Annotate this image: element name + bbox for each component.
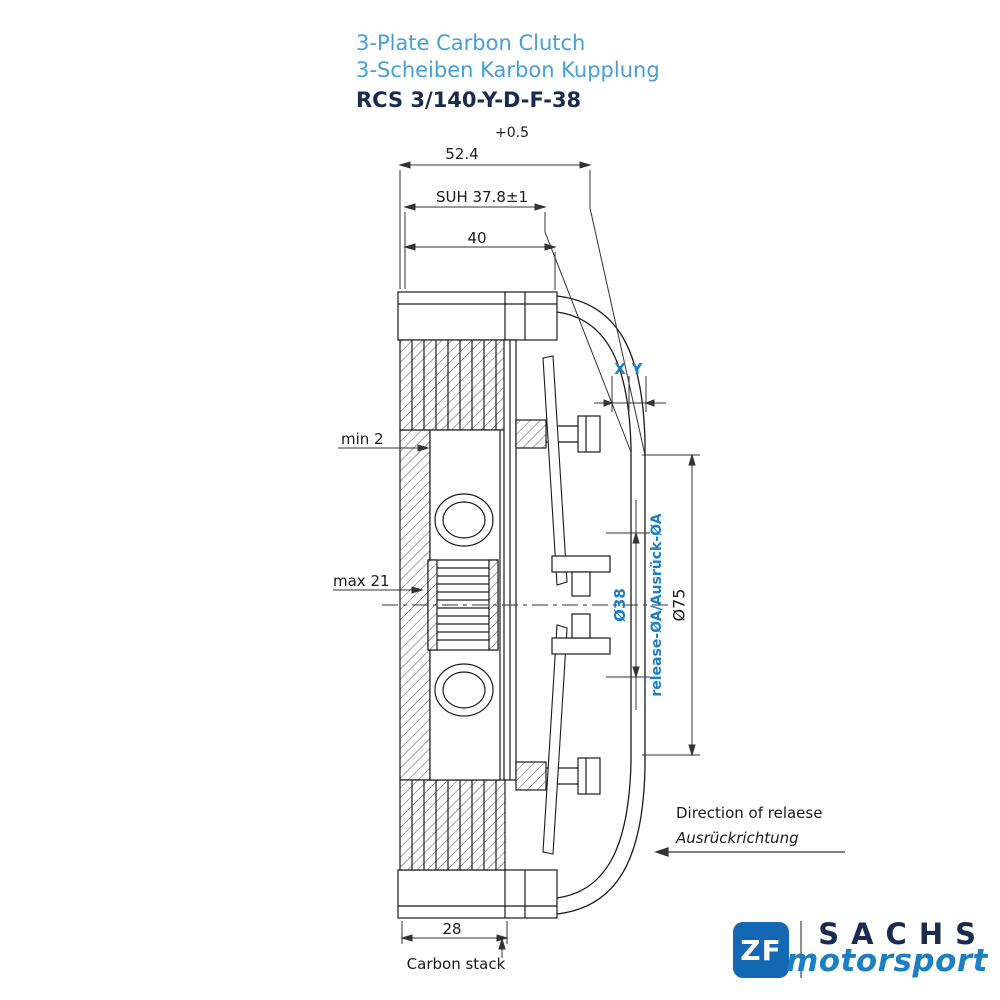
dim-label-min-wear: min 2 [341, 430, 384, 448]
carbon-stack-bottom [399, 779, 506, 871]
dim-label-suh: SUH 37.8±1 [435, 188, 529, 206]
sachs-wordmark: SACHS [818, 917, 988, 951]
dim-label-cover-depth: 40 [467, 229, 487, 247]
dim-cover-depth [403, 243, 557, 290]
release-direction-de: Ausrückrichtung [676, 829, 799, 847]
title-block: 3-Plate Carbon Clutch 3-Scheiben Karbon … [356, 30, 660, 114]
dim-label-tolerance: +0.5 [495, 125, 529, 141]
dim-label-x: X [614, 360, 626, 378]
dim-label-stack-width: 28 [442, 920, 462, 938]
cover-bolts [515, 415, 601, 795]
release-bearing [551, 555, 611, 655]
zf-logo-text: ZF [740, 933, 782, 967]
zf-logo: ZF [733, 922, 789, 978]
release-direction-arrow [654, 847, 845, 857]
carbon-stack-label: Carbon stack [406, 955, 506, 973]
dim-label-release-diameter: Ø38 [611, 588, 629, 622]
carbon-stack-top [399, 339, 506, 431]
dim-label-y: Y [631, 360, 643, 378]
leader-carbon-stack [498, 937, 506, 958]
dim-suh [403, 203, 632, 453]
dim-release-diameter [606, 500, 650, 710]
leader-min-wear [338, 444, 430, 452]
dim-label-release-note: release-ØA/Ausrück-ØA [649, 513, 665, 697]
brand-divider [800, 921, 802, 978]
pressure-plates [503, 339, 517, 781]
dim-overall-width [398, 161, 646, 456]
title-de: 3-Scheiben Karbon Kupplung [356, 58, 660, 82]
leader-max-wear [333, 586, 424, 594]
model-number: RCS 3/140-Y-D-F-38 [356, 88, 582, 112]
motorsport-wordmark: motorsport [785, 943, 988, 979]
release-direction-en: Direction of relaese [676, 804, 823, 822]
dim-label-max-wear: max 21 [333, 572, 390, 590]
dim-xy [594, 376, 666, 412]
dim-outer-diameter [642, 453, 700, 757]
diaphragm-spring [542, 355, 568, 855]
dim-label-overall-width: 52.4 [445, 145, 479, 163]
title-en: 3-Plate Carbon Clutch [356, 31, 586, 55]
dim-label-outer-diameter: Ø75 [669, 588, 689, 622]
